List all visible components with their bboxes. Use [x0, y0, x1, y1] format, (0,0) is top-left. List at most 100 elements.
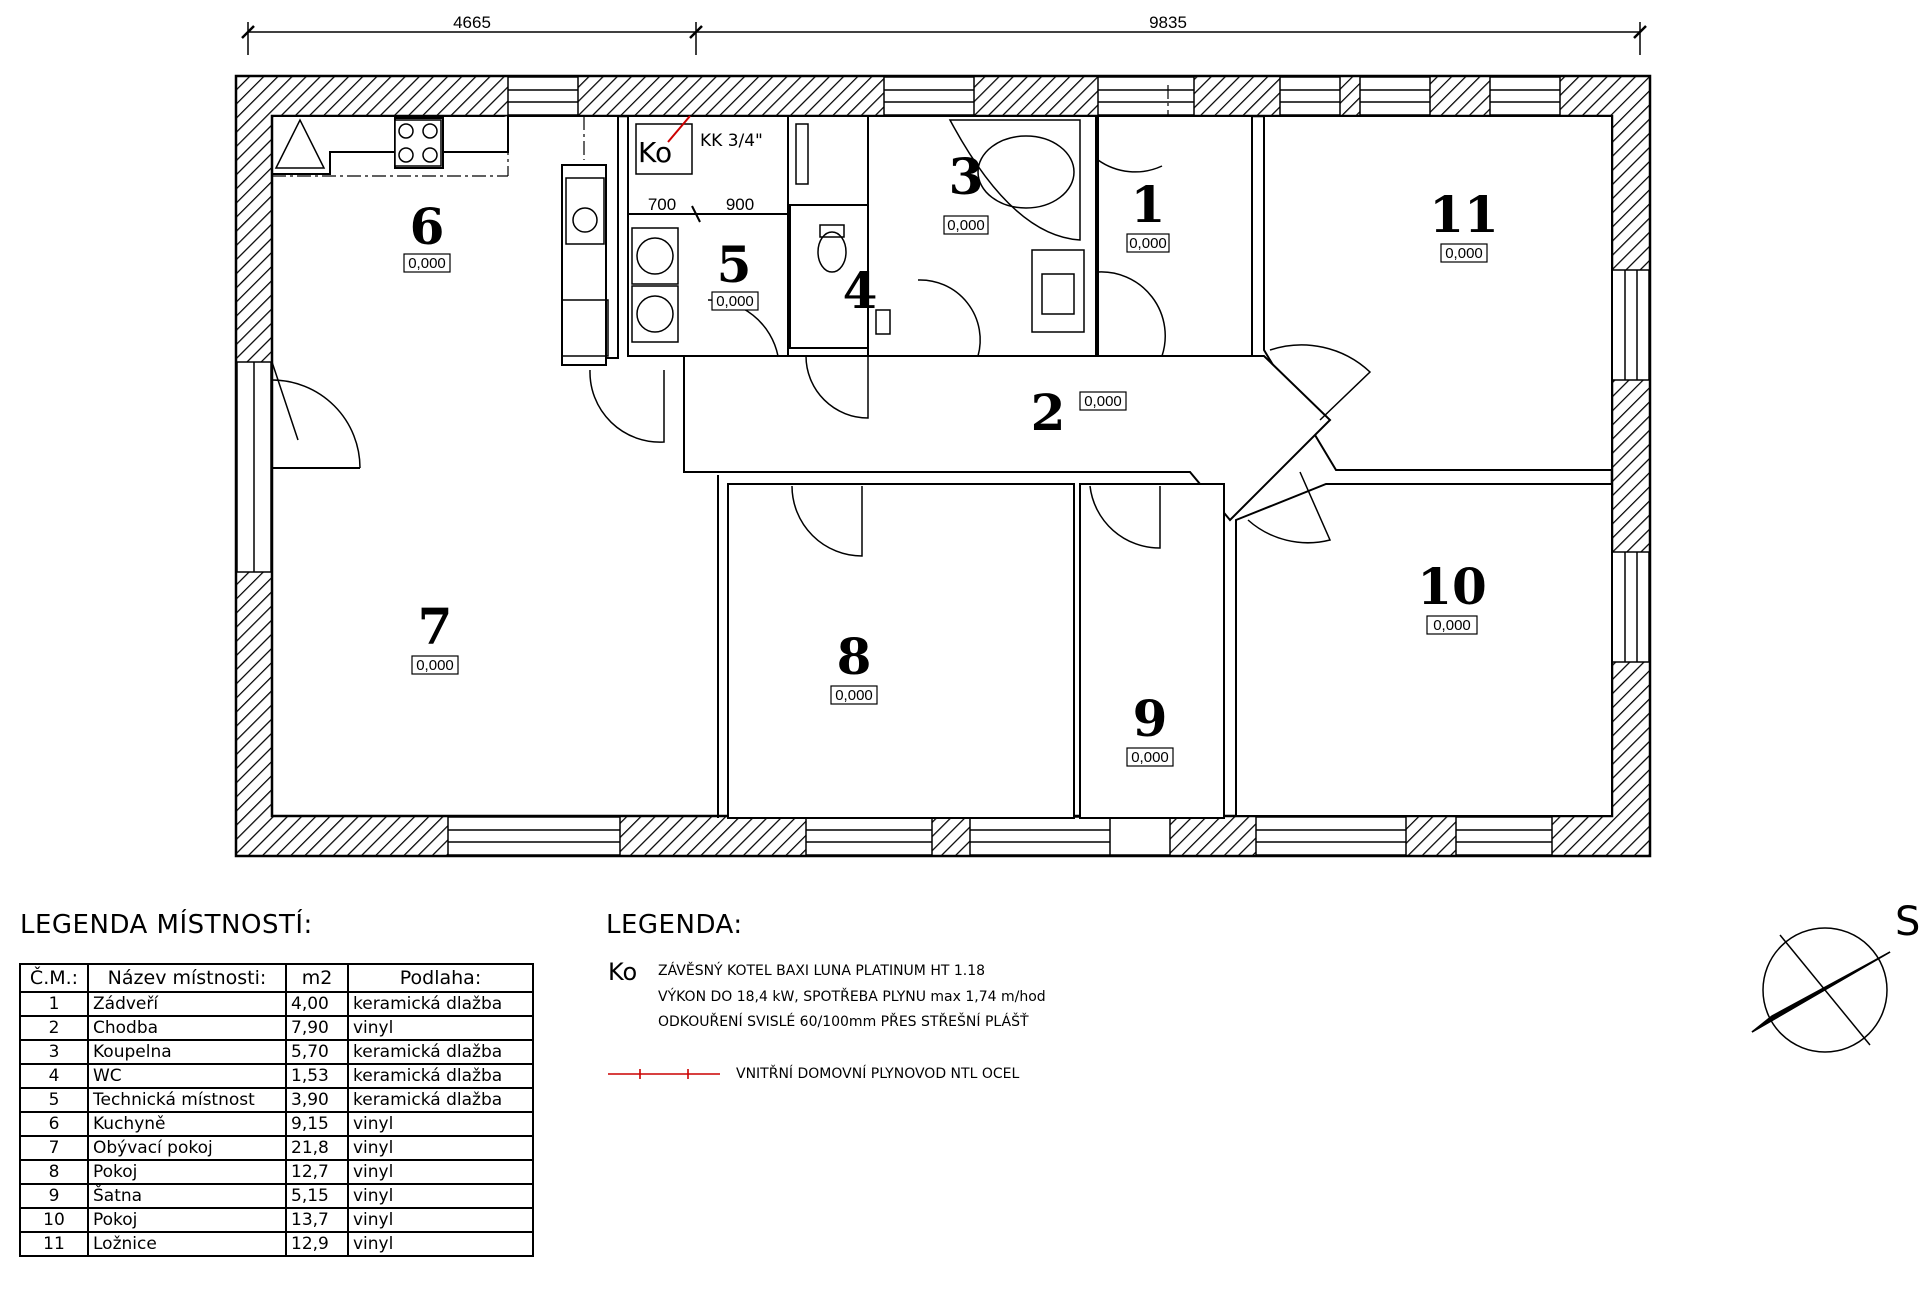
- north-arrow: [1751, 927, 1891, 1053]
- room-legend-title: LEGENDA MÍSTNOSTÍ:: [20, 910, 313, 940]
- cell-name: Koupelna: [87, 1039, 287, 1065]
- cell-name: Obývací pokoj: [87, 1135, 287, 1161]
- room-level-5: 0,000: [716, 293, 754, 310]
- cell-area: 7,90: [285, 1015, 349, 1041]
- room-number-1: 1: [1131, 175, 1166, 234]
- gas-line-symbol: [608, 1069, 720, 1079]
- cell-area: 9,15: [285, 1111, 349, 1137]
- cell-name: Šatna: [87, 1183, 287, 1209]
- cell-name: Zádveří: [87, 991, 287, 1017]
- cell-area: 5,70: [285, 1039, 349, 1065]
- legend-title: LEGENDA:: [606, 910, 743, 940]
- room-number-3: 3: [949, 147, 984, 206]
- room-level-7: 0,000: [416, 657, 454, 674]
- dimension-left: 4665: [453, 13, 491, 32]
- fixtures: [274, 118, 1085, 357]
- room-number-6: 6: [410, 197, 445, 256]
- cell-number: 10: [19, 1207, 89, 1233]
- room-number-7: 7: [418, 597, 453, 656]
- cell-name: WC: [87, 1063, 287, 1089]
- cell-name: Chodba: [87, 1015, 287, 1041]
- cell-floor: vinyl: [347, 1015, 534, 1041]
- room-level-8: 0,000: [835, 687, 873, 704]
- cell-number: 6: [19, 1111, 89, 1137]
- room-number-10: 10: [1417, 557, 1487, 616]
- cell-name: Ložnice: [87, 1231, 287, 1257]
- room-level-2: 0,000: [1084, 393, 1122, 410]
- cell-area: 13,7: [285, 1207, 349, 1233]
- boiler-dim-700: 700: [648, 195, 676, 214]
- cell-floor: vinyl: [347, 1207, 534, 1233]
- room-level-10: 0,000: [1433, 617, 1471, 634]
- legend-boiler-line-3: ODKOUŘENÍ SVISLÉ 60/100mm PŘES STŘEŠNÍ P…: [658, 1014, 1029, 1030]
- cell-name: Pokoj: [87, 1159, 287, 1185]
- header-floor: Podlaha:: [347, 963, 534, 993]
- header-number: Č.M.:: [19, 963, 89, 993]
- dimension-line: [241, 22, 1647, 55]
- room-level-11: 0,000: [1445, 245, 1483, 262]
- cell-area: 1,53: [285, 1063, 349, 1089]
- boiler-dim-900: 900: [726, 195, 754, 214]
- header-name: Název místnosti:: [87, 963, 287, 993]
- header-area: m2: [285, 963, 349, 993]
- boiler-symbol: Ko: [638, 136, 672, 169]
- cell-name: Technická místnost: [87, 1087, 287, 1113]
- interior-doors: [589, 159, 1372, 557]
- cell-number: 11: [19, 1231, 89, 1257]
- cell-name: Pokoj: [87, 1207, 287, 1233]
- cell-number: 7: [19, 1135, 89, 1161]
- cell-name: Kuchyně: [87, 1111, 287, 1137]
- room-labels: 1 0,000 2 0,000 3 0,000 4 5 0,000 6 0,00…: [403, 147, 1499, 767]
- cell-floor: vinyl: [347, 1159, 534, 1185]
- cell-floor: vinyl: [347, 1111, 534, 1137]
- dimension-right: 9835: [1149, 13, 1187, 32]
- room-table-header: Č.M.: Název místnosti: m2 Podlaha:: [19, 963, 534, 993]
- interior-walls: [272, 115, 1613, 819]
- boiler-dimension: [628, 205, 788, 223]
- room-number-5: 5: [717, 235, 752, 294]
- cell-area: 21,8: [285, 1135, 349, 1161]
- cell-floor: vinyl: [347, 1183, 534, 1209]
- cell-number: 2: [19, 1015, 89, 1041]
- legend-boiler-line-2: VÝKON DO 18,4 kW, SPOTŘEBA PLYNU max 1,7…: [658, 989, 1046, 1005]
- legend-gas-line: VNITŘNÍ DOMOVNÍ PLYNOVOD NTL OCEL: [736, 1066, 1020, 1082]
- room-number-8: 8: [837, 627, 872, 686]
- cell-number: 1: [19, 991, 89, 1017]
- cell-area: 5,15: [285, 1183, 349, 1209]
- cell-floor: keramická dlažba: [347, 1063, 534, 1089]
- room-level-3: 0,000: [947, 217, 985, 234]
- cell-floor: keramická dlažba: [347, 1087, 534, 1113]
- gas-pipe: [272, 85, 1331, 521]
- boiler-note: KK 3/4": [700, 131, 763, 151]
- cell-area: 3,90: [285, 1087, 349, 1113]
- legend-boiler-line-1: ZÁVĚSNÝ KOTEL BAXI LUNA PLATINUM HT 1.18: [658, 963, 986, 979]
- cell-number: 3: [19, 1039, 89, 1065]
- cell-number: 4: [19, 1063, 89, 1089]
- room-level-6: 0,000: [408, 255, 446, 272]
- cell-floor: vinyl: [347, 1135, 534, 1161]
- room-number-4: 4: [843, 261, 878, 320]
- cell-floor: vinyl: [347, 1231, 534, 1257]
- cell-number: 8: [19, 1159, 89, 1185]
- cell-floor: keramická dlažba: [347, 991, 534, 1017]
- entrance-door: [236, 361, 361, 573]
- room-level-1: 0,000: [1129, 235, 1167, 252]
- room-level-9: 0,000: [1131, 749, 1169, 766]
- room-number-9: 9: [1133, 689, 1168, 748]
- gas-meter-pointer: [667, 115, 691, 143]
- cell-area: 4,00: [285, 991, 349, 1017]
- cell-floor: keramická dlažba: [347, 1039, 534, 1065]
